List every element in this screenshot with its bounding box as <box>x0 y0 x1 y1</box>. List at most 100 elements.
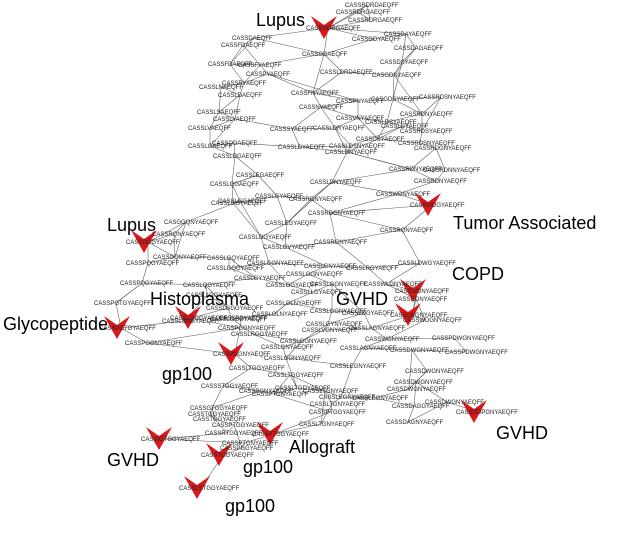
edge-75 <box>209 145 236 157</box>
edge-249 <box>301 323 329 342</box>
node-label: CASSLQGAEQFF <box>210 182 259 188</box>
edge-158 <box>207 294 229 309</box>
edge-110 <box>185 200 241 223</box>
edge-200 <box>361 347 413 351</box>
node-label: CASSLEGNYAEQFF <box>319 395 376 401</box>
node-label: CASSFDAEQFF <box>208 62 253 68</box>
edge-84 <box>299 146 348 153</box>
node-label: CASSWLGNYAEQFF <box>364 282 422 288</box>
marker-arrowhead-icon <box>146 427 172 450</box>
edge-96 <box>435 169 446 182</box>
node-label: CASSPGTGYAEQFF <box>94 301 151 307</box>
edge-192 <box>285 340 303 359</box>
edge-17 <box>401 47 417 63</box>
edge-144 <box>204 277 257 286</box>
edge-228 <box>211 407 216 420</box>
node-label: CASSLGGNYAEQFF <box>264 356 321 362</box>
node-label: CASSDWGNYAEQFF <box>405 369 464 375</box>
edge-8 <box>357 11 371 21</box>
edge-104 <box>276 195 288 224</box>
edge-5 <box>327 11 359 29</box>
edge-151 <box>204 284 209 296</box>
edge-221 <box>211 390 262 409</box>
node-label: CASSLGLNYAEQFF <box>252 312 308 318</box>
edge-247 <box>320 390 326 425</box>
node-label: CASSLGGAEQFF <box>218 199 267 205</box>
node-label: CASSRDRGAEQFF <box>348 18 402 24</box>
edge-244 <box>241 442 245 449</box>
node-label: CASSRDGNYAEQFF <box>414 146 472 152</box>
edge-97 <box>231 183 234 204</box>
edge-10 <box>253 37 325 55</box>
marker-arrowhead-icon <box>400 279 426 302</box>
node-label: CASSLGNYAEQFF <box>261 345 314 351</box>
node-label: CASSPGGNYAEQFF <box>213 352 271 358</box>
edge-121 <box>173 233 176 258</box>
node-label: CASSLRGYAEQFF <box>346 266 399 272</box>
edge-234 <box>273 411 332 435</box>
node-label: CASSLDSYAEQFF <box>365 120 417 126</box>
edge-218 <box>260 390 275 395</box>
node-label: CASSDWGNYAEQFF <box>394 380 453 386</box>
node-label: CASSIGTGGYAEQFF <box>141 437 201 443</box>
node-label: CASSRDNYAEQFF <box>400 112 453 118</box>
marker-arrowhead-icon <box>257 422 283 445</box>
edge-141 <box>385 262 421 285</box>
node-label: CASSDWGNYAEQFF <box>387 387 446 393</box>
node-label: CASSLGYAEQFF <box>255 194 303 200</box>
node-label: CASSLGAEQFF <box>188 144 233 150</box>
node-label: CASSPGGNYAEQFF <box>125 341 183 347</box>
edge-40 <box>218 86 222 113</box>
node-label: CASSLTGNYAEQFF <box>303 389 359 395</box>
edge-261 <box>346 151 412 170</box>
edge-70 <box>334 127 352 147</box>
edge-239 <box>407 401 448 423</box>
node-label: CASSPQGYAEQFF <box>120 281 174 287</box>
edge-0 <box>253 27 329 39</box>
node-label: CASSRDRDAEQFF <box>345 3 399 9</box>
edge-106 <box>232 202 262 238</box>
edge-130 <box>401 229 421 264</box>
edge-173 <box>227 307 233 320</box>
edge-191 <box>282 340 303 348</box>
edge-251 <box>331 283 365 314</box>
edge-217 <box>408 381 417 390</box>
edge-257 <box>257 174 278 197</box>
edge-117 <box>147 221 187 243</box>
edge-135 <box>228 262 270 269</box>
node-label: CASSLSGGYAEQFF <box>162 319 219 325</box>
edge-259 <box>174 221 187 258</box>
edge-16 <box>401 33 407 63</box>
edge-77 <box>350 125 404 147</box>
node-label: CASSRDSNYAEQFF <box>419 95 476 101</box>
edge-39 <box>220 86 241 96</box>
edge-35 <box>239 82 245 96</box>
edge-42 <box>312 92 322 108</box>
edge-229 <box>330 403 333 413</box>
edge-25 <box>392 61 403 100</box>
node-label: CASSRDNNYAEQFF <box>423 168 481 174</box>
edge-126 <box>284 241 337 248</box>
node-label: CASSLSTGGYAEQFF <box>179 486 240 492</box>
node-label: CASSLGGGYAEQFF <box>210 317 268 323</box>
node-label: CASSLLGGYAEQFF <box>186 293 242 299</box>
node-label: CASSGDYAEQFF <box>352 37 401 43</box>
node-label: CASSLGLNYAEQFF <box>266 301 322 307</box>
node-label: CASSLWGNYAEQFF <box>390 313 448 319</box>
edge-149 <box>141 282 206 286</box>
marker-arrowhead-icon <box>206 443 232 466</box>
edge-206 <box>289 374 298 389</box>
edge-88 <box>331 151 348 183</box>
node-label: CASSDWGNYAEQFF <box>390 348 449 354</box>
edge-118 <box>284 222 288 248</box>
edge-94 <box>410 168 437 182</box>
edge-253 <box>273 374 291 395</box>
edge-160 <box>312 283 333 293</box>
edge-236 <box>162 432 228 440</box>
edge-18 <box>393 47 417 76</box>
node-label: CASSLEGYAEQFF <box>265 221 317 227</box>
node-label: CASSRDGNYAEQFF <box>308 211 366 217</box>
edge-213 <box>222 385 262 392</box>
edge-36 <box>243 73 269 84</box>
edge-90 <box>410 147 437 170</box>
